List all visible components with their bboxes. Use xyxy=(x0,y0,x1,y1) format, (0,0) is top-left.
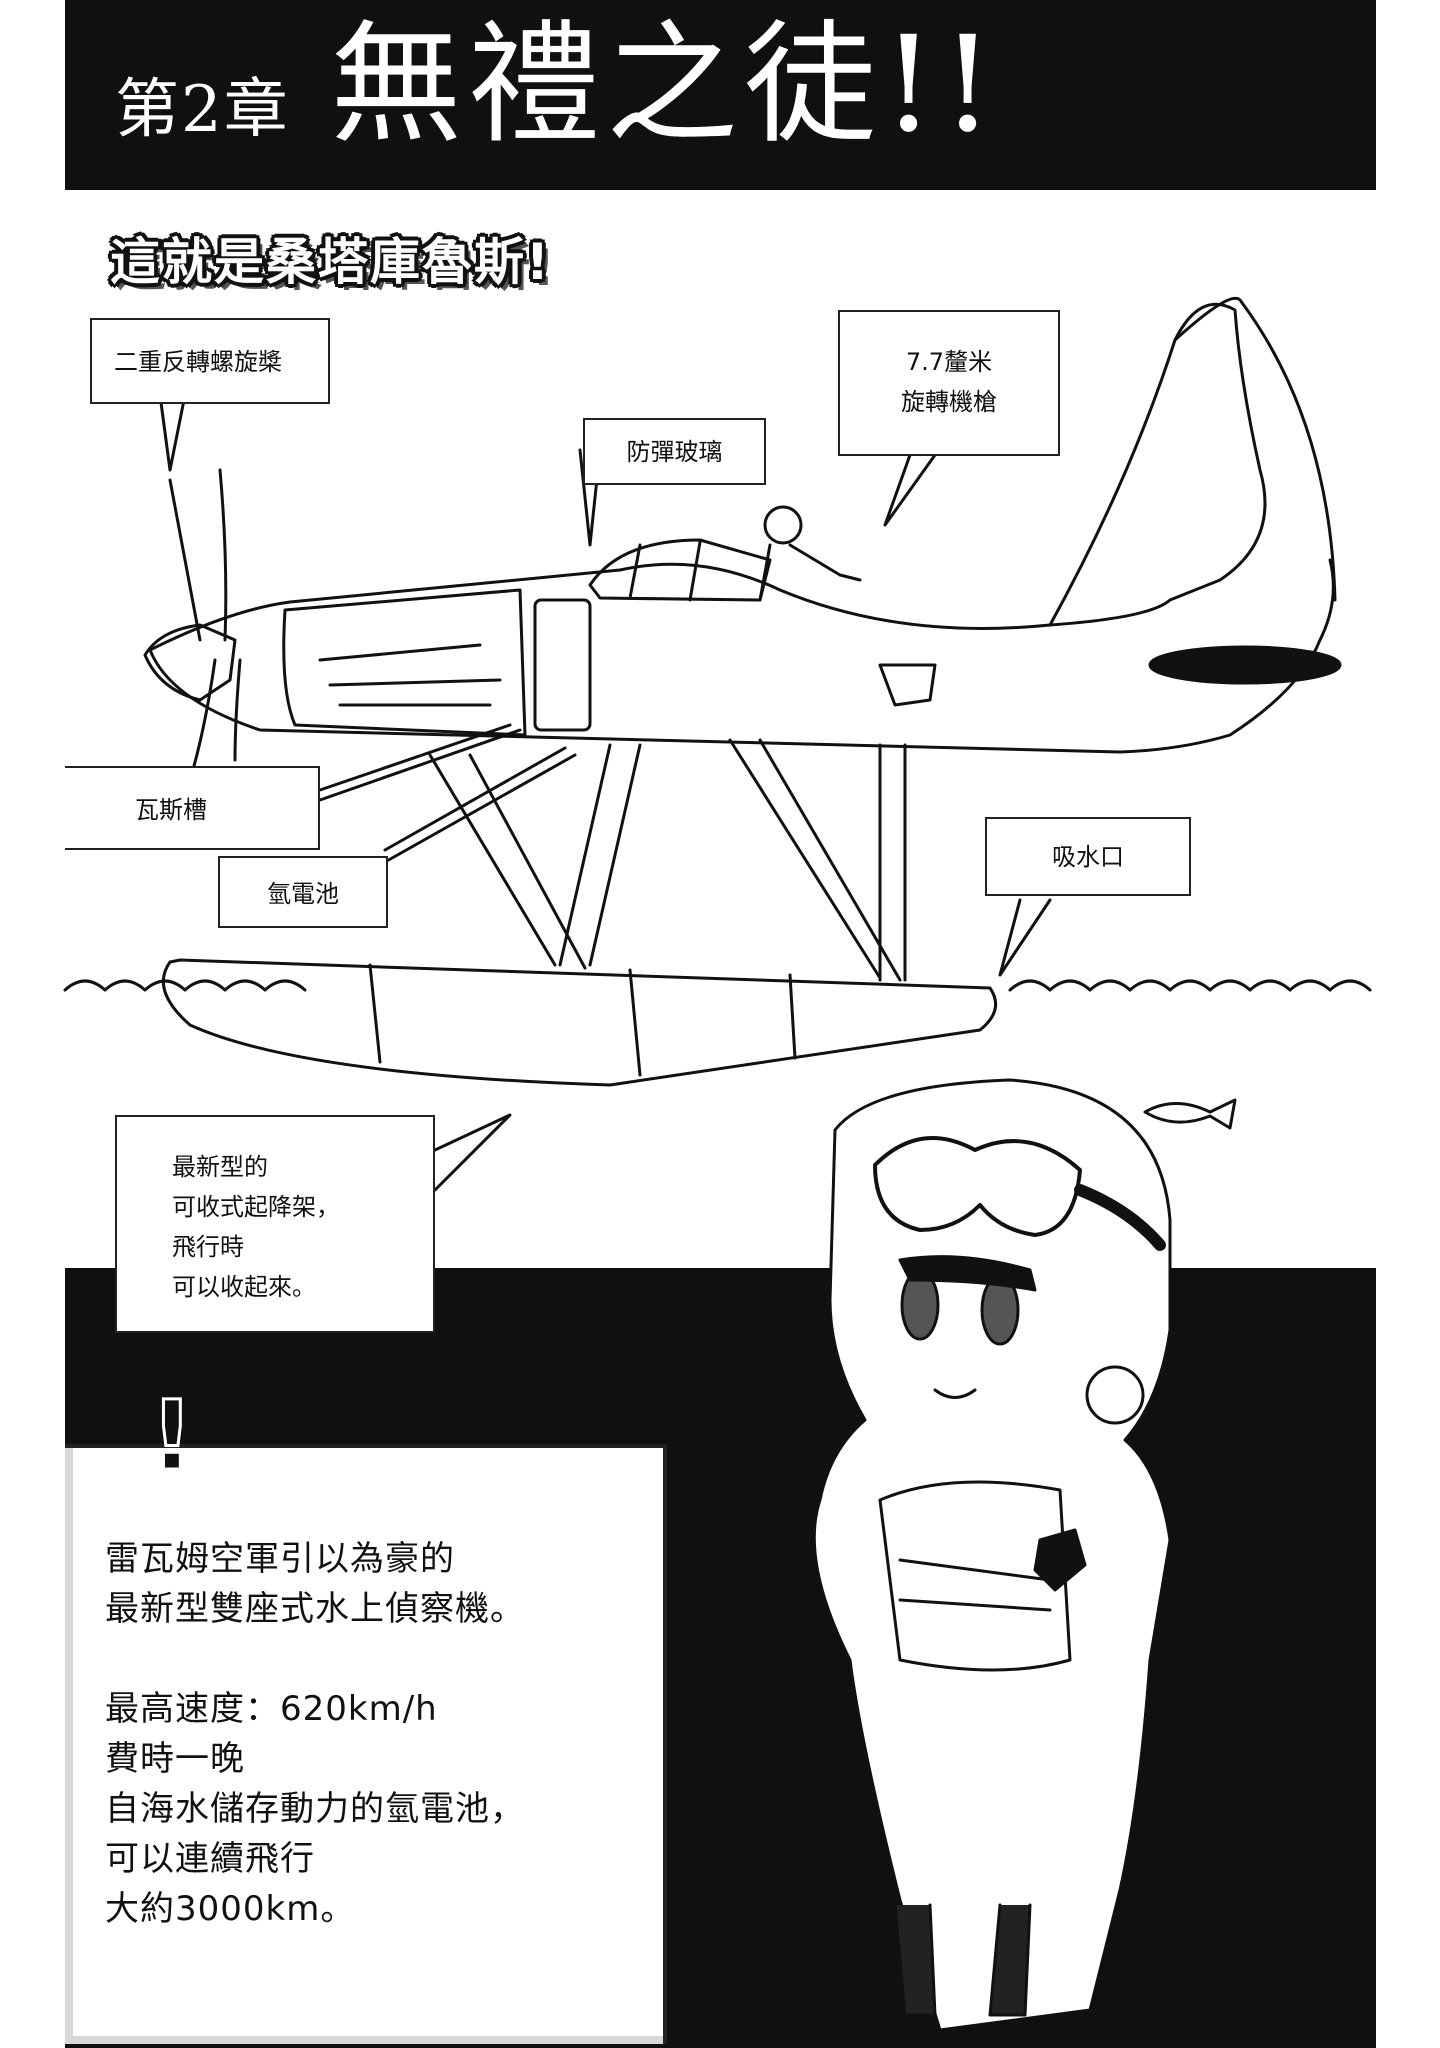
landing-gear-line: 飛行時 xyxy=(172,1233,244,1261)
shoulder-patch-icon xyxy=(1033,1528,1087,1592)
info-line: 雷瓦姆空軍引以為豪的 xyxy=(105,1539,455,1579)
pilot-ear-guard xyxy=(1085,1365,1145,1425)
info-line-spacer xyxy=(105,1634,525,1684)
info-line: 大約3000km。 xyxy=(105,1889,356,1929)
exclamation-icon: ! xyxy=(149,1379,196,1494)
callout-landing-gear: 最新型的 可收式起降架， 飛行時 可以收起來。 xyxy=(115,1115,435,1333)
callout-gas-tank: 瓦斯槽 xyxy=(65,766,320,850)
callout-gas-text: 瓦斯槽 xyxy=(135,796,207,824)
pointer-propeller xyxy=(158,393,187,472)
info-line: 費時一晚 xyxy=(105,1739,245,1779)
pointer-landing xyxy=(433,1113,512,1192)
pointer-intake xyxy=(998,898,1052,977)
info-text-block: 雷瓦姆空軍引以為豪的 最新型雙座式水上偵察機。 最高速度：620km/h 費時一… xyxy=(105,1534,525,1934)
fuselage-emblem xyxy=(878,663,937,707)
water-waves xyxy=(63,979,1372,992)
callout-glass-text: 防彈玻璃 xyxy=(626,438,723,466)
pointer-gun xyxy=(883,453,937,527)
callout-gun-line1: 7.7釐米 xyxy=(905,348,993,376)
pilot-goggles-icon xyxy=(873,1136,1082,1237)
tail-marking xyxy=(1148,645,1342,685)
callout-propeller-text: 二重反轉螺旋槳 xyxy=(114,348,282,376)
callout-bulletproof-glass: 防彈玻璃 xyxy=(583,418,766,485)
seaplane-canopy xyxy=(588,538,772,602)
info-line: 最高速度：620km/h xyxy=(105,1689,438,1729)
pilot-boots xyxy=(893,1903,1032,2017)
callout-propeller: 二重反轉螺旋槳 xyxy=(90,318,330,404)
chapter-header-bar xyxy=(65,0,1376,190)
seaplane-float xyxy=(161,958,998,1087)
info-panel: ! 雷瓦姆空軍引以為豪的 最新型雙座式水上偵察機。 最高速度：620km/h 費… xyxy=(65,1379,667,2044)
pilot-small-head xyxy=(763,505,803,545)
callout-intake-text: 吸水口 xyxy=(1052,843,1124,871)
fuel-panel xyxy=(533,598,592,732)
callout-hydrogen-battery: 氫電池 xyxy=(218,856,388,928)
callout-battery-text: 氫電池 xyxy=(267,880,339,908)
landing-gear-line: 可收式起降架， xyxy=(172,1193,340,1221)
seaplane-tail xyxy=(1173,296,1337,602)
info-line: 最新型雙座式水上偵察機。 xyxy=(105,1589,525,1629)
callout-water-intake: 吸水口 xyxy=(985,817,1191,896)
section-heading: 這就是桑塔庫魯斯! xyxy=(110,233,551,291)
landing-gear-line: 可以收起來。 xyxy=(172,1273,316,1301)
landing-gear-line: 最新型的 xyxy=(172,1153,268,1181)
propeller-icon xyxy=(168,468,242,782)
chapter-title: 無禮之徒!! xyxy=(330,8,1001,162)
info-line: 自海水儲存動力的氫電池， xyxy=(105,1789,525,1829)
pilot-jacket xyxy=(878,1480,1072,1672)
chapter-label: 第2章 xyxy=(115,73,290,147)
pointer-battery xyxy=(383,746,577,864)
fish-icon xyxy=(1143,1098,1237,1130)
info-line: 可以連續飛行 xyxy=(105,1839,315,1879)
callout-gun-line2: 旋轉機槍 xyxy=(901,388,997,416)
float-struts xyxy=(428,738,907,982)
pointer-gas xyxy=(318,723,522,802)
engine-cutaway xyxy=(282,588,527,737)
pilot-character-outline xyxy=(812,1078,1172,2032)
callout-machine-gun: 7.7釐米 旋轉機槍 xyxy=(838,310,1060,456)
